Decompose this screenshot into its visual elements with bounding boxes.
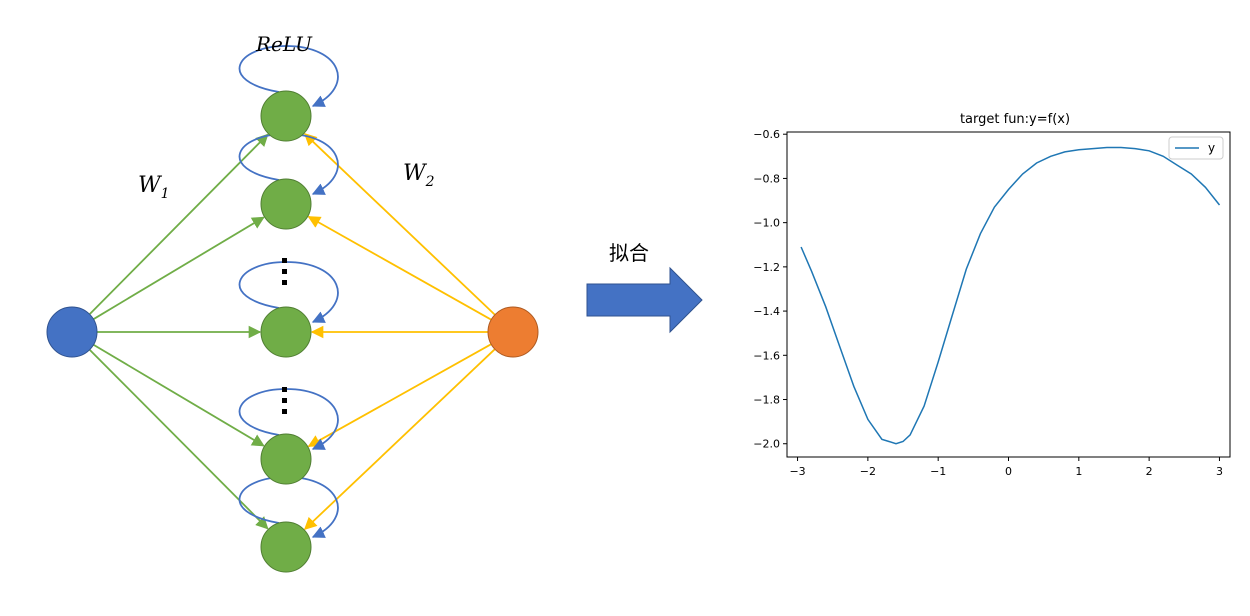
w2-edge xyxy=(307,215,492,321)
w1-edge xyxy=(93,343,265,447)
ellipsis-dots-upper xyxy=(282,258,287,285)
hidden-node xyxy=(260,178,312,230)
input-node xyxy=(46,306,98,358)
w2-edge xyxy=(307,343,492,448)
y-tick-label: −1.2 xyxy=(753,261,780,274)
y-tick-label: −0.6 xyxy=(753,128,780,141)
w1-label: W1 xyxy=(138,173,170,202)
w2-edges xyxy=(303,133,496,530)
w1-edge xyxy=(92,216,265,320)
w1-edge xyxy=(88,349,269,530)
legend-label-y: y xyxy=(1208,141,1215,155)
hidden-node xyxy=(260,433,312,485)
y-tick-label: −1.4 xyxy=(753,305,780,318)
x-tick-label: −2 xyxy=(860,465,876,478)
y-tick-label: −1.8 xyxy=(753,394,780,407)
x-tick-label: −3 xyxy=(789,465,805,478)
y-axis-ticks: −0.6 −0.8 −1.0 −1.2 −1.4 −1.6 −1.8 −2.0 xyxy=(753,128,787,451)
w2-edge xyxy=(303,133,496,316)
self-loop xyxy=(238,45,339,107)
chart-title: target fun:y=f(x) xyxy=(960,112,1070,127)
hidden-node xyxy=(260,90,312,142)
fit-label: 拟合 xyxy=(609,241,649,265)
x-tick-label: 1 xyxy=(1075,465,1082,478)
x-tick-label: −1 xyxy=(930,465,946,478)
fit-arrow: 拟合 xyxy=(586,241,703,334)
network-diagram: ReLU W1 W2 xyxy=(46,32,539,573)
x-tick-label: 0 xyxy=(1005,465,1012,478)
series-y-line xyxy=(800,146,1221,445)
target-function-chart: target fun:y=f(x) −3 −2 −1 0 1 2 3 −0.6 −0.8 −1.… xyxy=(753,112,1231,478)
hidden-node xyxy=(260,306,312,358)
w2-label: W2 xyxy=(403,161,435,190)
x-tick-label: 2 xyxy=(1146,465,1153,478)
output-node xyxy=(487,306,539,358)
plot-frame xyxy=(786,131,1231,458)
ellipsis-dots-lower xyxy=(282,387,287,414)
x-axis-ticks: −3 −2 −1 0 1 2 3 xyxy=(789,457,1223,478)
w1-edge xyxy=(88,133,269,315)
y-tick-label: −1.6 xyxy=(753,349,780,362)
y-tick-label: −2.0 xyxy=(753,438,780,451)
activation-label: ReLU xyxy=(255,32,313,56)
legend: y xyxy=(1168,136,1224,160)
hidden-node xyxy=(260,521,312,573)
x-tick-label: 3 xyxy=(1216,465,1223,478)
hidden-layer xyxy=(260,90,312,573)
arrow-right-icon xyxy=(586,266,703,334)
y-tick-label: −1.0 xyxy=(753,217,780,230)
w2-edge xyxy=(303,348,496,530)
w1-edges xyxy=(88,133,269,530)
y-tick-label: −0.8 xyxy=(753,172,780,185)
